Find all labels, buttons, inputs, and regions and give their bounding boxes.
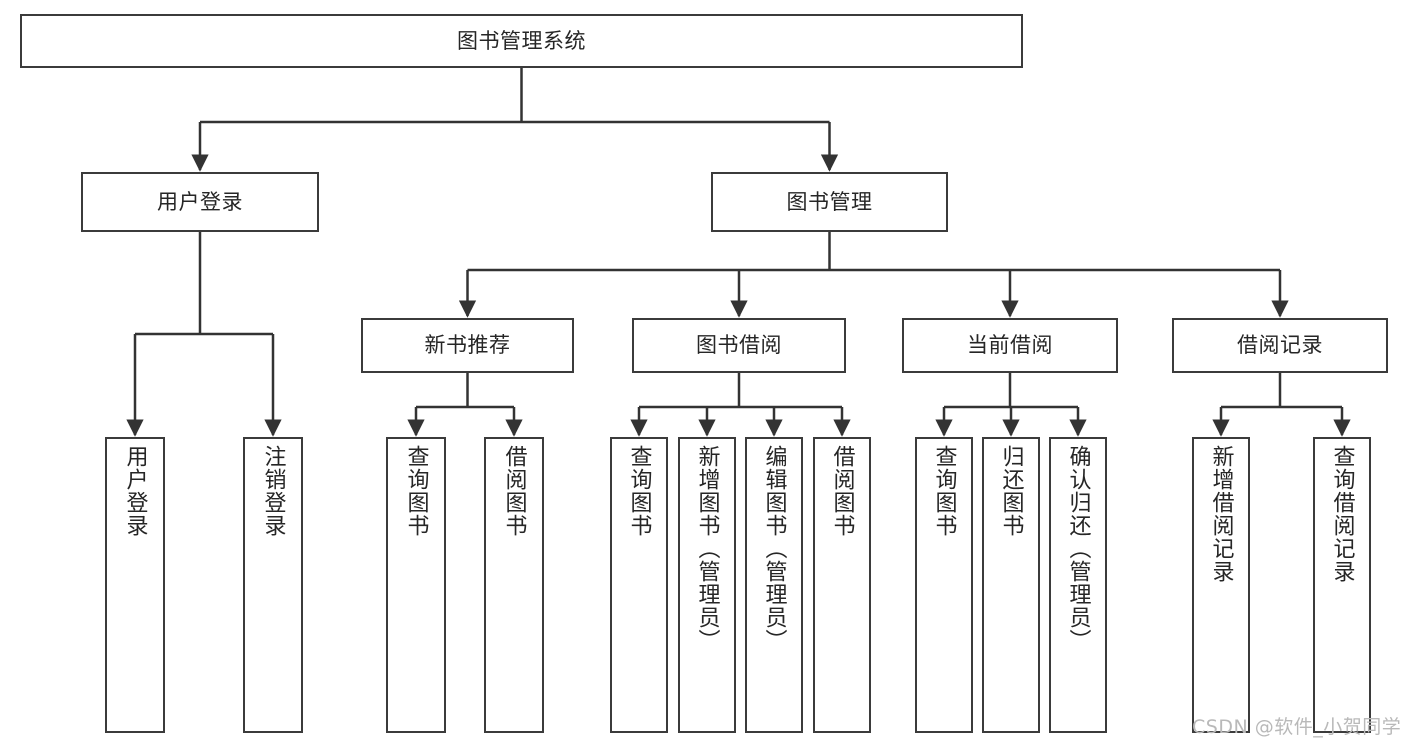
node-book-borrow[interactable]: 图书借阅 xyxy=(632,318,846,373)
leaf-query-book-1-label: 查询图书 xyxy=(403,445,429,537)
leaf-user-login-label: 用户登录 xyxy=(122,445,148,537)
node-root[interactable]: 图书管理系统 xyxy=(20,14,1023,68)
leaf-return-book[interactable]: 归还图书 xyxy=(982,437,1040,733)
node-book-borrow-label: 图书借阅 xyxy=(696,333,782,358)
leaf-query-record-label: 查询借阅记录 xyxy=(1329,445,1355,583)
leaf-add-record-label: 新增借阅记录 xyxy=(1208,445,1234,583)
leaf-query-book-3-label: 查询图书 xyxy=(931,445,957,537)
leaf-query-book-2[interactable]: 查询图书 xyxy=(610,437,668,733)
leaf-query-book-3[interactable]: 查询图书 xyxy=(915,437,973,733)
node-new-book-recommend[interactable]: 新书推荐 xyxy=(361,318,574,373)
node-current-borrow-label: 当前借阅 xyxy=(967,333,1053,358)
leaf-user-login[interactable]: 用户登录 xyxy=(105,437,165,733)
node-book-manage-label: 图书管理 xyxy=(786,189,873,214)
leaf-query-record[interactable]: 查询借阅记录 xyxy=(1313,437,1371,733)
leaf-confirm-return[interactable]: 确认归还（管理员） xyxy=(1049,437,1107,733)
leaf-query-book-2-label: 查询图书 xyxy=(626,445,652,537)
leaf-add-book-label: 新增图书（管理员） xyxy=(694,445,720,652)
watermark-text: CSDN @软件_小贺同学 xyxy=(1192,716,1402,738)
leaf-return-book-label: 归还图书 xyxy=(998,445,1024,537)
leaf-edit-book[interactable]: 编辑图书（管理员） xyxy=(745,437,803,733)
node-book-manage[interactable]: 图书管理 xyxy=(711,172,948,232)
leaf-add-book[interactable]: 新增图书（管理员） xyxy=(678,437,736,733)
leaf-logout-label: 注销登录 xyxy=(260,445,286,537)
node-borrow-record[interactable]: 借阅记录 xyxy=(1172,318,1388,373)
leaf-borrow-book-2[interactable]: 借阅图书 xyxy=(813,437,871,733)
leaf-borrow-book-1[interactable]: 借阅图书 xyxy=(484,437,544,733)
leaf-add-record[interactable]: 新增借阅记录 xyxy=(1192,437,1250,733)
node-user-login-label: 用户登录 xyxy=(157,189,243,214)
node-current-borrow[interactable]: 当前借阅 xyxy=(902,318,1118,373)
node-borrow-record-label: 借阅记录 xyxy=(1237,333,1323,358)
node-user-login[interactable]: 用户登录 xyxy=(81,172,319,232)
leaf-borrow-book-1-label: 借阅图书 xyxy=(501,445,527,537)
leaf-confirm-return-label: 确认归还（管理员） xyxy=(1065,445,1091,652)
leaf-query-book-1[interactable]: 查询图书 xyxy=(386,437,446,733)
leaf-edit-book-label: 编辑图书（管理员） xyxy=(761,445,787,652)
leaf-logout[interactable]: 注销登录 xyxy=(243,437,303,733)
leaf-borrow-book-2-label: 借阅图书 xyxy=(829,445,855,537)
node-new-book-recommend-label: 新书推荐 xyxy=(424,333,511,358)
node-root-label: 图书管理系统 xyxy=(457,28,586,53)
